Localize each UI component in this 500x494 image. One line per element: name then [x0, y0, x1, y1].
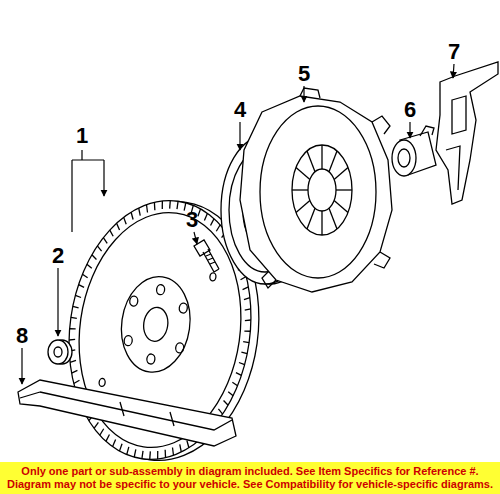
release-bearing [392, 126, 436, 176]
dust-cover [18, 380, 236, 446]
notice-text: Only one part or sub-assembly in diagram… [4, 465, 496, 491]
callout-number: 5 [298, 62, 310, 86]
flywheel-bolt [194, 240, 219, 272]
pressure-plate [240, 88, 392, 292]
callout-number: 2 [52, 244, 64, 268]
notice-band: Only one part or sub-assembly in diagram… [0, 462, 500, 494]
callout-number: 7 [448, 40, 460, 64]
pilot-bearing [48, 340, 72, 364]
callout-number: 3 [186, 208, 198, 232]
callout-number: 8 [16, 324, 28, 348]
callout-number: 1 [76, 124, 88, 148]
leader-lines [22, 64, 454, 384]
release-fork [436, 62, 498, 204]
callout-number: 6 [404, 98, 416, 122]
callout-number: 4 [234, 98, 246, 122]
